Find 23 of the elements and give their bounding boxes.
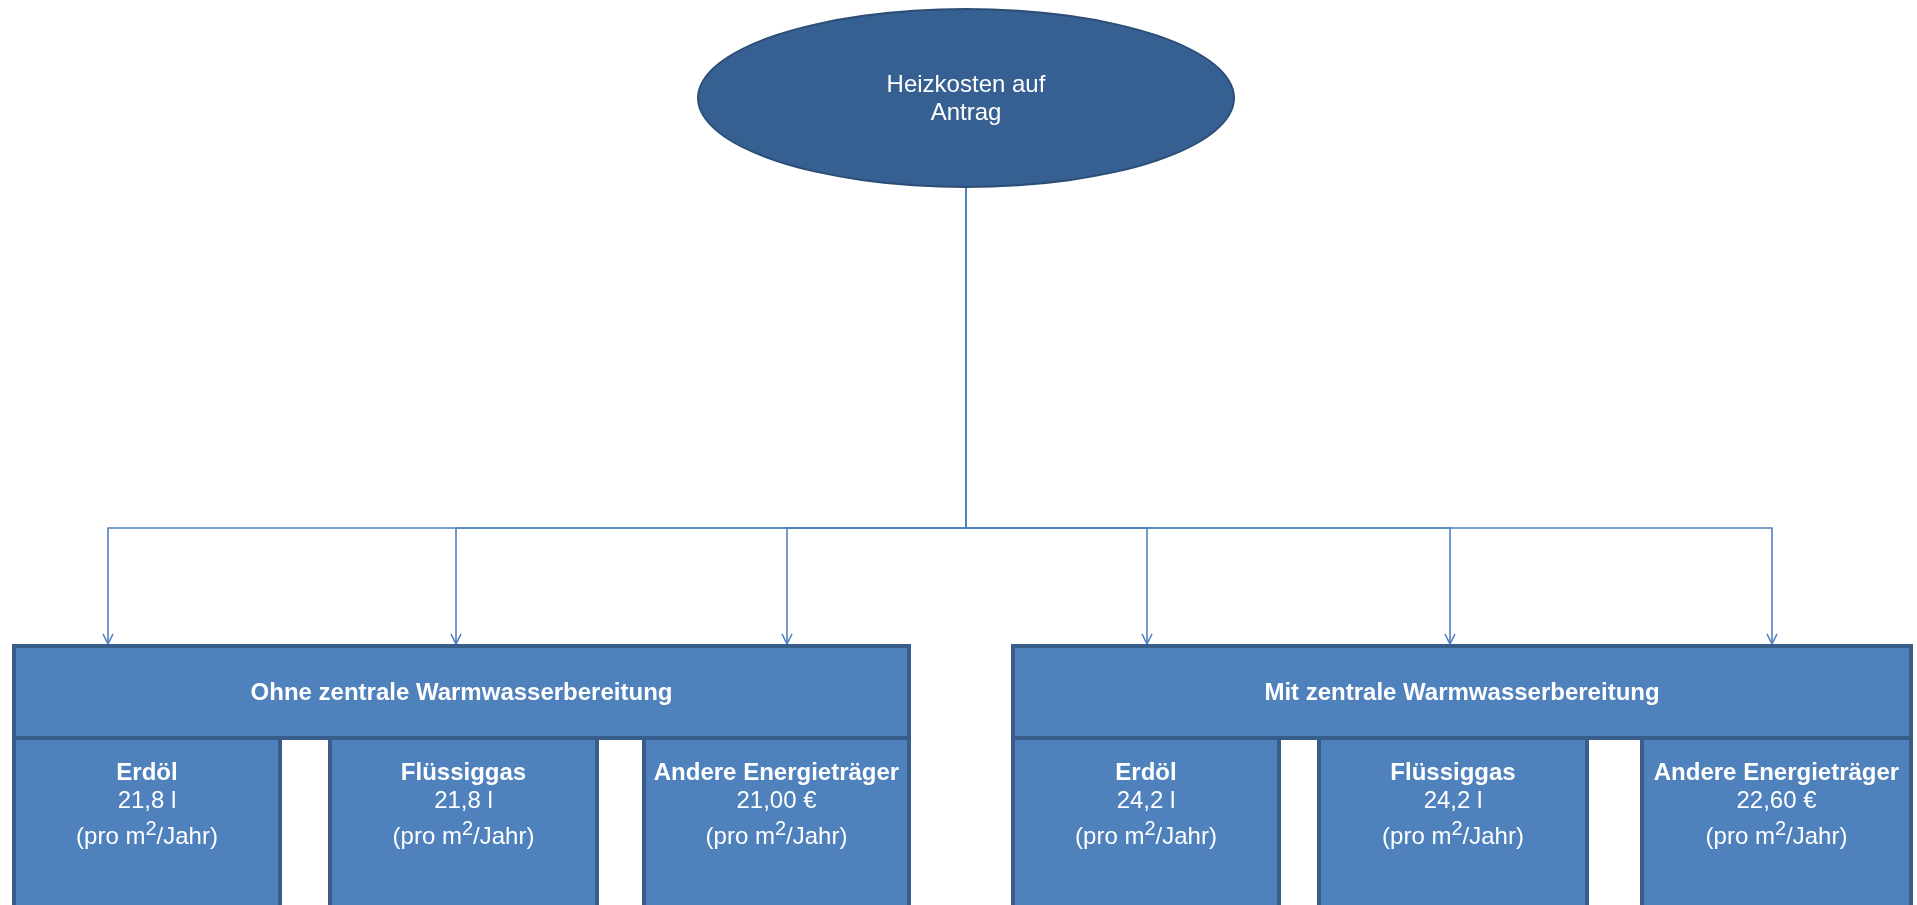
topic-label: Heizkosten auf Antrag (885, 70, 1047, 126)
amount-value: 24,2 l (1423, 786, 1483, 814)
fuel-label: Erdöl (1115, 758, 1177, 786)
unit-label: (pro m$^{2}$/Jahr) (1705, 816, 1848, 850)
unit-label: (pro m$^{2}$/Jahr) (1075, 816, 1217, 850)
fuel-label: Andere Energieträger (1653, 758, 1900, 786)
category-box (1011, 644, 1913, 740)
fuel-label: Andere Energieträger (653, 758, 900, 786)
amount-value: 22,60 € (1736, 786, 1817, 814)
fuel-label: Erdöl (116, 758, 178, 786)
category-box (12, 644, 911, 740)
fuel-label: Flüssiggas (400, 758, 527, 786)
unit-label: (pro m$^{2}$/Jahr) (392, 816, 535, 850)
unit-label: (pro m$^{2}$/Jahr) (705, 816, 848, 850)
unit-label: (pro m$^{2}$/Jahr) (1382, 816, 1524, 850)
fuel-label: Flüssiggas (1390, 758, 1516, 786)
amount-value: 21,00 € (736, 786, 817, 814)
category-label: Ohne zentrale Warmwasserbereitung (250, 678, 673, 706)
amount-value: 21,8 l (117, 786, 177, 814)
unit-label: (pro m$^{2}$/Jahr) (76, 816, 218, 850)
amount-value: 21,8 l (434, 786, 493, 814)
category-label: Mit zentrale Warmwasserbereitung (1264, 678, 1660, 706)
amount-value: 24,2 l (1116, 786, 1176, 814)
